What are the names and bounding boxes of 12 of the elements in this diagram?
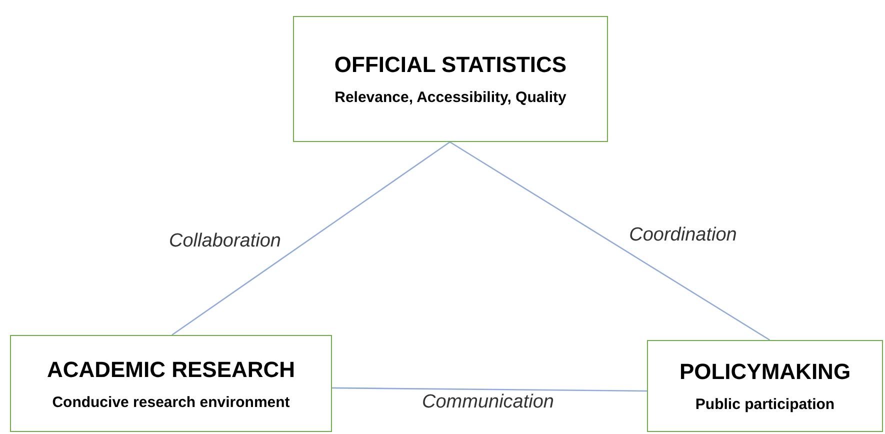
box-subtitle: Relevance, Accessibility, Quality xyxy=(334,88,566,108)
box-subtitle: Public participation xyxy=(695,395,835,416)
box-heading: ACADEMIC RESEARCH xyxy=(46,356,296,384)
connector-line xyxy=(450,141,770,341)
box-heading: POLICYMAKING xyxy=(679,358,851,386)
connector-line xyxy=(172,141,450,336)
connector-line xyxy=(332,387,647,392)
box-heading: OFFICIAL STATISTICS xyxy=(334,51,567,80)
box-subtitle: Conducive research environment xyxy=(52,392,290,413)
entity-box xyxy=(647,340,883,432)
entity-box xyxy=(10,335,332,432)
entity-box xyxy=(293,16,608,142)
